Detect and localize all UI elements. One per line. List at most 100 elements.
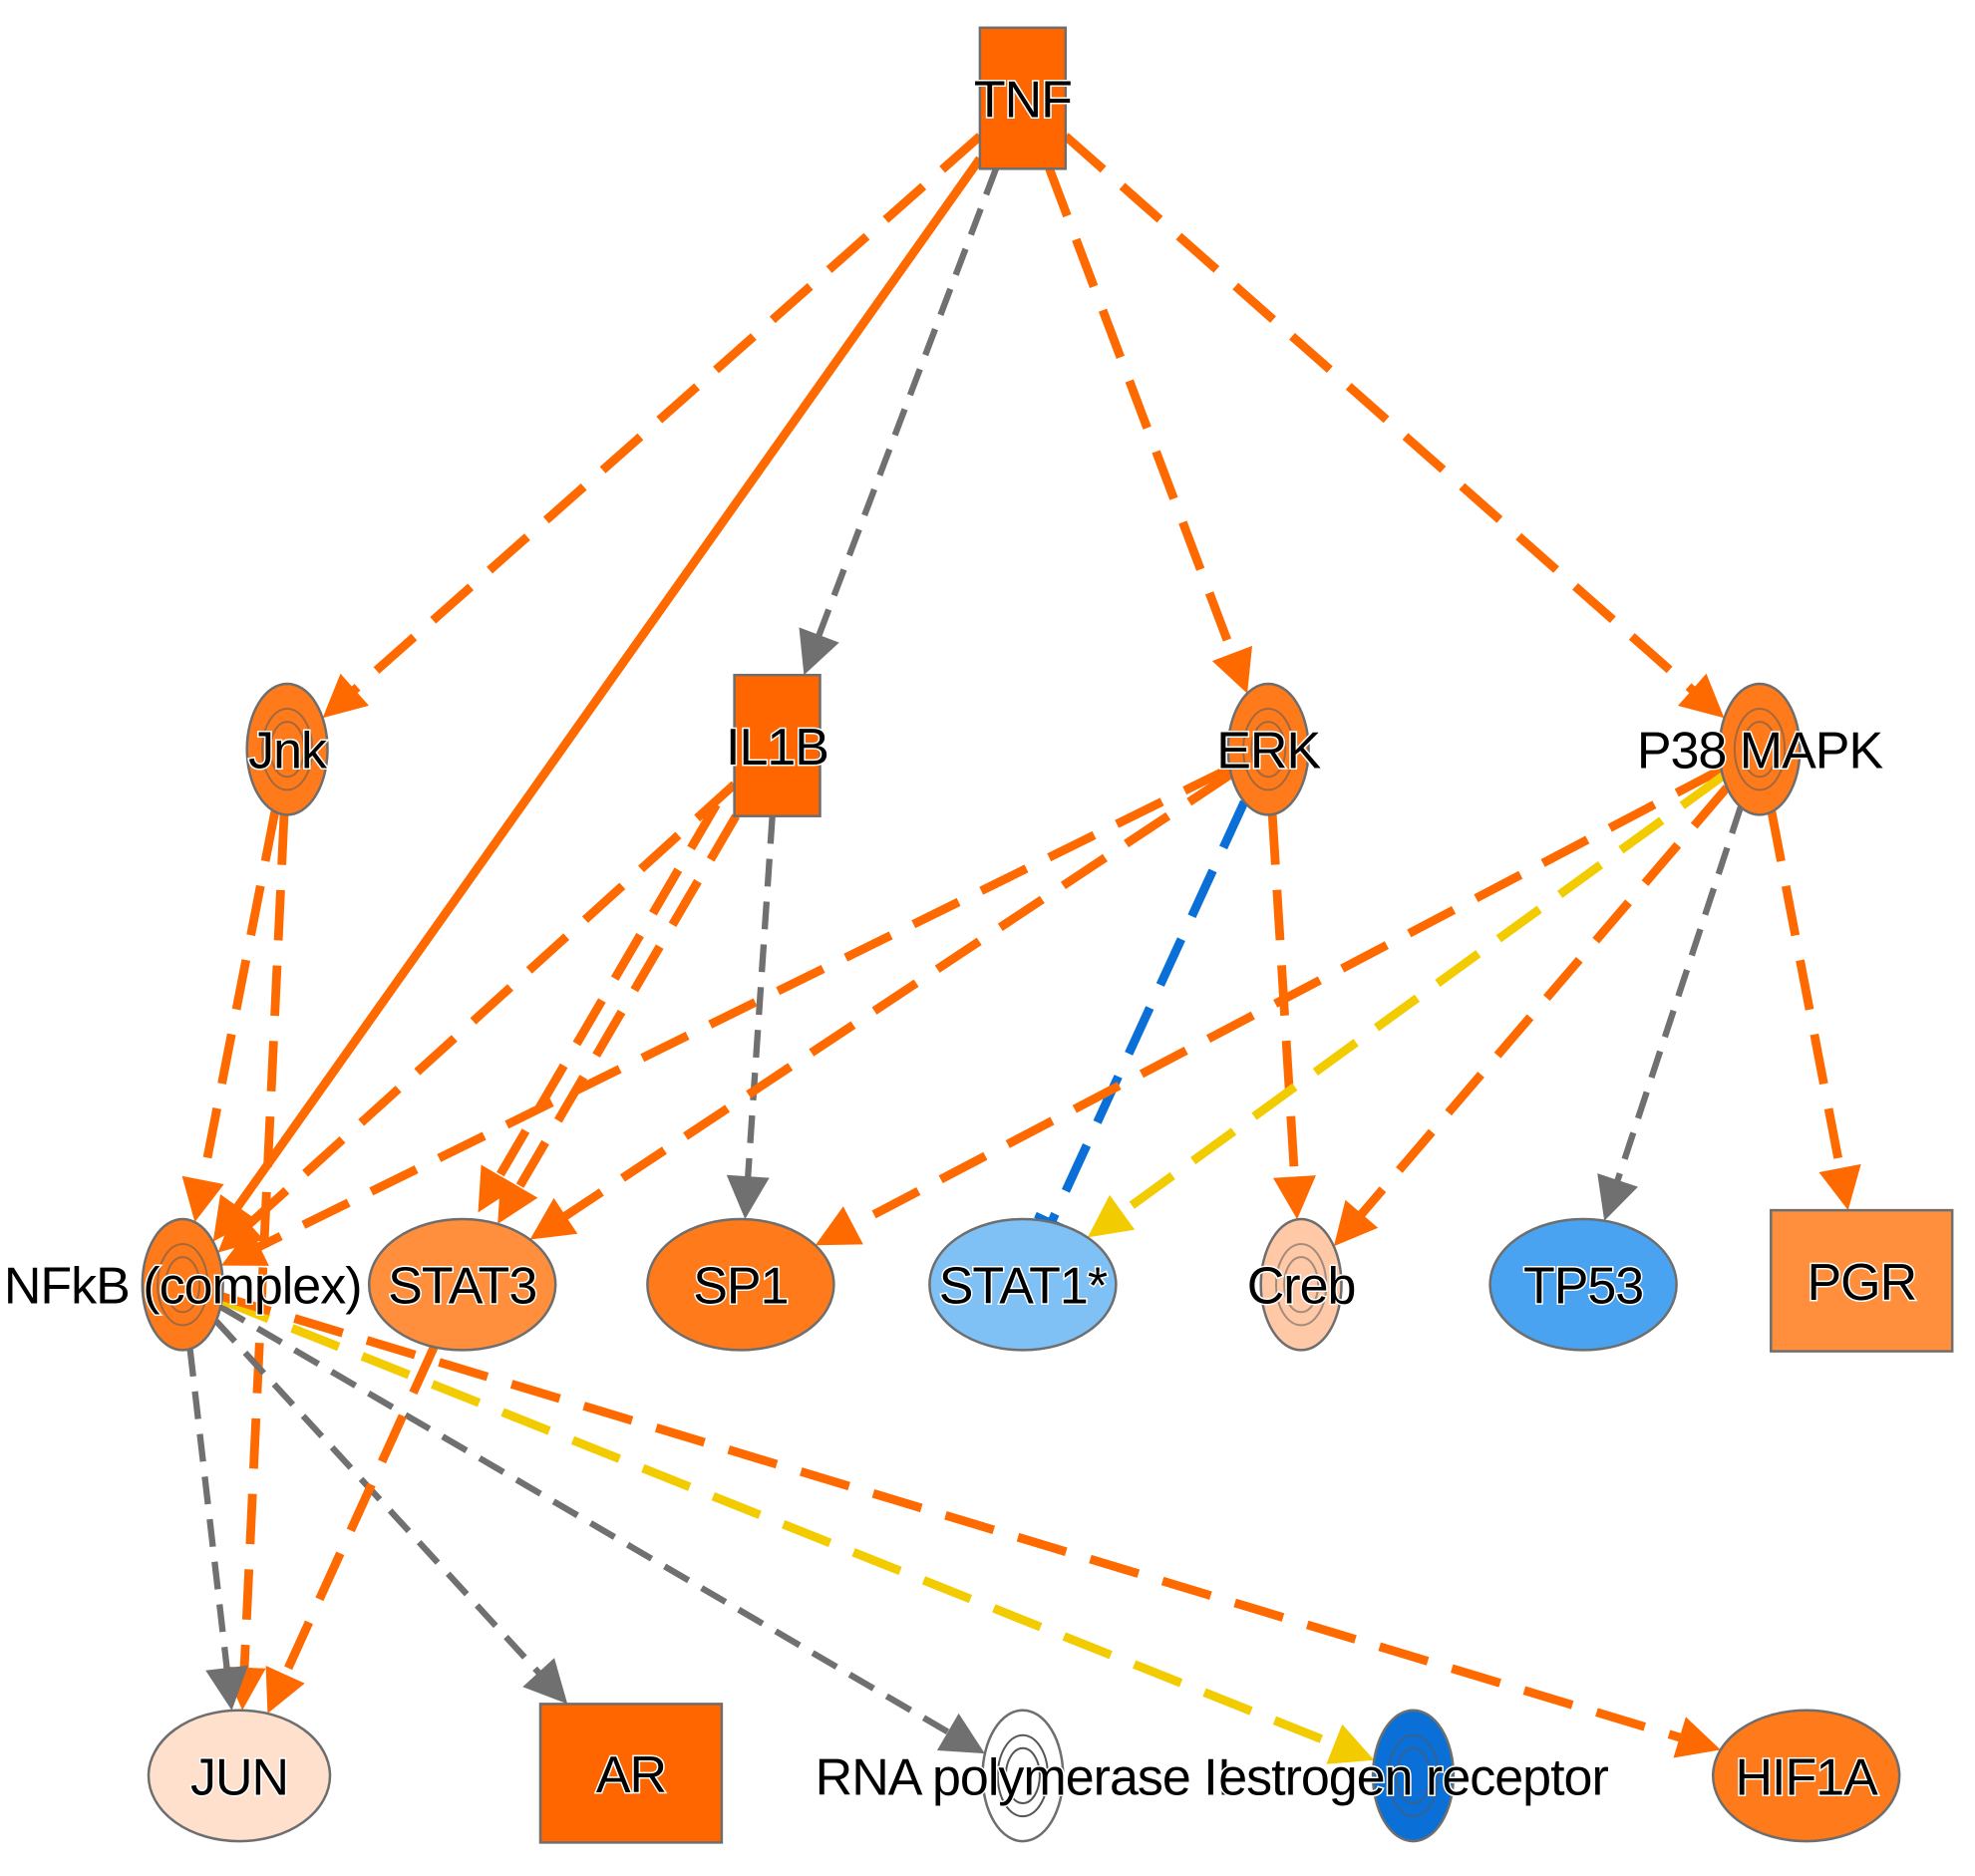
edge-nfkb-to-rnapol xyxy=(218,1304,955,1738)
node-shape-tp53 xyxy=(1488,1217,1678,1352)
node-label-nfkb: NFkB (complex) xyxy=(4,1258,362,1316)
edge-stat3-to-jun xyxy=(278,1345,439,1683)
edge-jnk-to-nfkb xyxy=(197,810,280,1188)
node-stat1[interactable] xyxy=(928,1217,1118,1352)
edge-nfkb-to-jun xyxy=(186,1348,231,1675)
node-ring-esr-1 xyxy=(1395,1746,1432,1805)
node-ring-p38-0 xyxy=(1733,708,1787,791)
node-label-rnapol: RNA polymerase II xyxy=(816,1748,1231,1806)
node-label-tp53: TP53 xyxy=(1523,1258,1643,1316)
arrowhead-nfkb-to-rnapol xyxy=(936,1713,985,1754)
node-pgr[interactable] xyxy=(1770,1208,1954,1353)
node-ring-nfkb-0 xyxy=(157,1243,209,1327)
arrowhead-tnf-to-p38 xyxy=(1678,673,1725,719)
node-shape-stat1 xyxy=(928,1217,1118,1352)
node-ring-esr-0 xyxy=(1387,1733,1440,1818)
edge-p38-to-pgr xyxy=(1767,810,1846,1176)
edge-jnk-to-jun xyxy=(239,813,289,1675)
node-il1b[interactable] xyxy=(733,673,822,817)
node-shape-sp1 xyxy=(646,1217,835,1352)
arrowhead-p38-to-creb xyxy=(1333,1199,1379,1247)
node-ring-p38-1 xyxy=(1742,721,1778,779)
arrowhead-il1b-to-sp1 xyxy=(726,1174,770,1219)
node-esr[interactable] xyxy=(1371,1709,1456,1843)
node-nfkb[interactable] xyxy=(141,1217,224,1352)
node-jnk[interactable] xyxy=(245,682,329,816)
arrowhead-nfkb-to-jun xyxy=(205,1665,248,1711)
node-label-il1b: IL1B xyxy=(726,719,828,777)
edge-tnf-to-nfkb xyxy=(230,156,984,1215)
node-ring-creb-0 xyxy=(1275,1243,1328,1327)
node-ar[interactable] xyxy=(538,1703,724,1844)
node-shape-ar xyxy=(538,1703,724,1844)
node-label-jnk: Jnk xyxy=(248,723,328,781)
node-shape-jnk xyxy=(245,682,329,816)
arrowhead-il1b-to-stat3 xyxy=(478,1164,518,1213)
edges-layer xyxy=(181,133,1861,1764)
arrowhead-erk-to-stat3 xyxy=(529,1197,578,1240)
node-rnapol[interactable] xyxy=(981,1709,1065,1843)
node-shape-esr xyxy=(1371,1709,1456,1843)
node-tnf[interactable] xyxy=(978,26,1068,170)
node-shape-erk xyxy=(1226,682,1310,816)
edge-erk-to-stat1 xyxy=(1047,799,1249,1224)
arrowhead-p38-to-stat1 xyxy=(1087,1194,1136,1238)
arrowhead-erk-to-nfkb xyxy=(220,1227,269,1266)
node-label-creb: Creb xyxy=(1247,1258,1356,1316)
node-ring-erk-1 xyxy=(1250,721,1287,779)
edge-erk-to-stat3 xyxy=(557,770,1234,1223)
node-ring-jnk-0 xyxy=(261,708,314,791)
edge-tnf-to-p38 xyxy=(1062,133,1701,698)
node-shape-rnapol xyxy=(981,1709,1065,1843)
edge-il1b-to-sp1 xyxy=(744,815,776,1183)
node-p38[interactable] xyxy=(1718,682,1802,816)
node-label-p38: P38 MAPK xyxy=(1637,723,1884,781)
node-label-ar: AR xyxy=(596,1746,666,1804)
node-shape-nfkb xyxy=(141,1217,224,1352)
arrowhead-tnf-to-jnk xyxy=(322,673,369,719)
node-label-sp1: SP1 xyxy=(693,1258,788,1316)
node-hif1a[interactable] xyxy=(1711,1709,1901,1843)
node-label-pgr: PGR xyxy=(1807,1254,1916,1312)
arrowhead-tnf-to-il1b xyxy=(799,627,839,676)
edge-il1b-to-stat3 xyxy=(493,801,721,1184)
node-ring-nfkb-1 xyxy=(165,1256,201,1314)
node-label-jun: JUN xyxy=(190,1748,288,1806)
node-shape-il1b xyxy=(733,673,822,817)
node-label-stat1: STAT1* xyxy=(939,1258,1108,1316)
edge-tnf-to-erk xyxy=(1045,166,1239,662)
edge-erk-to-nfkb xyxy=(251,764,1232,1254)
edge-nfkb-to-esr xyxy=(219,1296,1343,1751)
edge-p38-to-sp1 xyxy=(845,766,1724,1233)
node-jun[interactable] xyxy=(147,1709,332,1843)
node-erk[interactable] xyxy=(1226,682,1310,816)
node-ring-rnapol-0 xyxy=(996,1733,1050,1818)
edge-tnf-to-il1b xyxy=(814,167,999,643)
node-label-esr: estrogen receptor xyxy=(1218,1748,1608,1806)
node-shape-pgr xyxy=(1770,1208,1954,1353)
arrowhead-p38-to-tp53 xyxy=(1597,1173,1638,1221)
node-label-hif1a: HIF1A xyxy=(1736,1748,1879,1806)
nodes-layer xyxy=(141,26,1954,1844)
arrowhead-nfkb-to-ar xyxy=(522,1658,568,1705)
node-creb[interactable] xyxy=(1259,1217,1343,1352)
arrowhead-jnk-to-nfkb xyxy=(181,1175,224,1222)
node-shape-hif1a xyxy=(1711,1709,1901,1843)
node-ring-jnk-1 xyxy=(269,721,306,779)
edge-il1b-to-stat3 xyxy=(511,813,740,1195)
edge-p38-to-creb xyxy=(1354,784,1731,1222)
node-stat3[interactable] xyxy=(367,1217,557,1352)
arrowhead-nfkb-to-esr xyxy=(1326,1723,1375,1764)
node-shape-p38 xyxy=(1718,682,1802,816)
node-shape-jun xyxy=(147,1709,332,1843)
arrowhead-p38-to-sp1 xyxy=(815,1206,863,1246)
node-tp53[interactable] xyxy=(1488,1217,1678,1352)
edge-p38-to-stat1 xyxy=(1114,772,1726,1220)
edge-p38-to-tp53 xyxy=(1612,805,1744,1187)
arrowhead-stat3-to-jun xyxy=(265,1666,305,1714)
arrowhead-p38-to-pgr xyxy=(1818,1163,1861,1211)
node-sp1[interactable] xyxy=(646,1217,835,1352)
